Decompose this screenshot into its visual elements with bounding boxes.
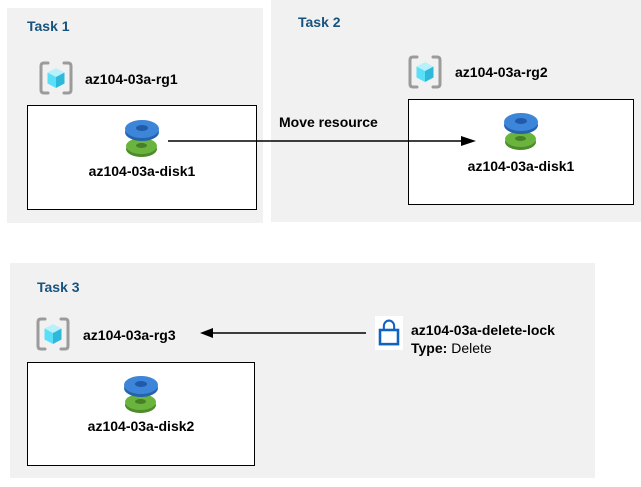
lock-type-label: Type: [411, 340, 448, 356]
task1-resource-name: az104-03a-disk1 [88, 163, 196, 179]
task2-resource-name: az104-03a-disk1 [467, 158, 575, 174]
delete-lock-info: az104-03a-delete-lock Type: Delete [411, 321, 555, 357]
move-resource-arrow [168, 136, 476, 146]
lock-icon [375, 316, 403, 350]
delete-lock-type: Type: Delete [411, 339, 555, 357]
delete-lock-name: az104-03a-delete-lock [411, 322, 555, 338]
managed-disk-icon [504, 113, 538, 150]
lock-type-value: Delete [451, 340, 492, 356]
delete-lock-arrow [200, 328, 366, 338]
task3-title: Task 3 [37, 279, 80, 295]
task2-title: Task 2 [298, 14, 341, 30]
managed-disk-icon [125, 120, 159, 157]
task1-title: Task 1 [27, 18, 70, 34]
resource-group-icon [34, 315, 72, 358]
task3-resource-box: az104-03a-disk2 [27, 362, 255, 466]
move-resource-label: Move resource [279, 114, 378, 130]
task3-resource-group-name: az104-03a-rg3 [83, 327, 176, 343]
task3-panel: Task 3 az104-03a-rg3 az104-03a-disk2 [10, 263, 595, 478]
managed-disk-icon [124, 376, 158, 413]
task1-resource-box: az104-03a-disk1 [27, 105, 257, 210]
resource-group-icon [37, 59, 75, 102]
resource-group-icon [406, 53, 444, 96]
task3-resource-name: az104-03a-disk2 [87, 418, 195, 434]
task1-resource-group-name: az104-03a-rg1 [85, 71, 178, 87]
task2-panel: Task 2 az104-03a-rg2 az104-03a-disk1 [271, 0, 641, 222]
task2-resource-group-name: az104-03a-rg2 [455, 64, 548, 80]
task1-panel: Task 1 az104-03a-rg1 az104-03a-disk1 [7, 8, 263, 223]
task2-resource-box: az104-03a-disk1 [408, 99, 634, 205]
